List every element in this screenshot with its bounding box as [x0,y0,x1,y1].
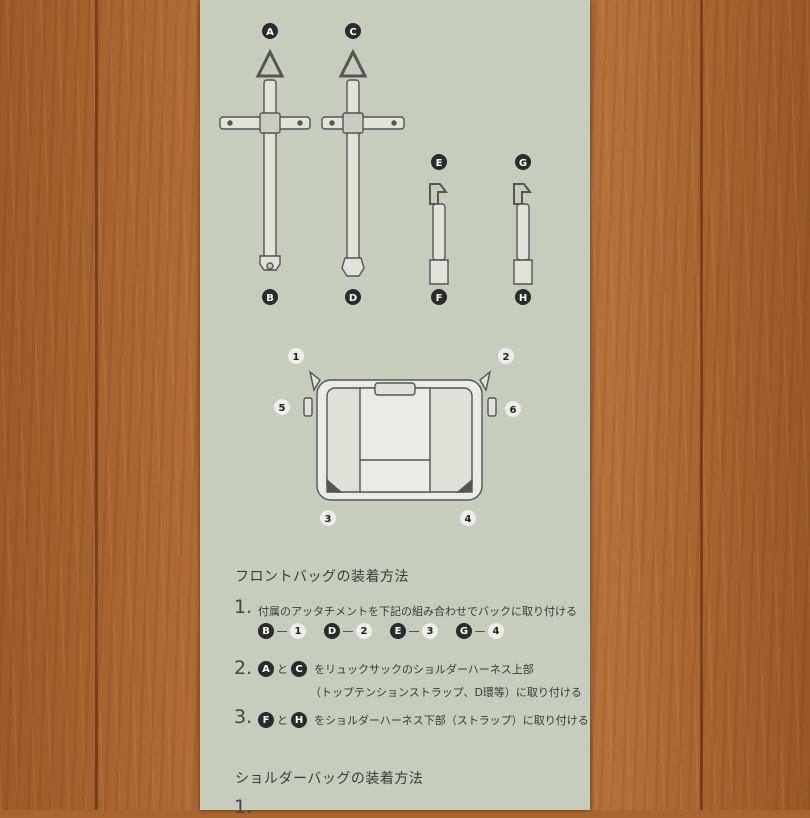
label-b-badge [262,289,278,305]
bag-point-2: 2 [503,352,510,363]
label-a: A [266,27,274,38]
pair-b: B [258,623,274,639]
label-g-badge [515,154,531,170]
diagram-illustrations: A B C D E F G H 1 2 3 4 5 [219,23,533,526]
step2-number: 2. [234,657,253,679]
pair-4: 4 [488,623,504,639]
step2-a: A [258,661,274,677]
pair-3: 3 [422,623,438,639]
step3-h: H [291,712,307,728]
label-c: C [349,27,356,38]
instruction-card: A B C D E F G H 1 2 3 4 5 [200,0,590,818]
wood-seam [700,0,703,810]
label-a-badge [262,23,278,39]
step2-c: C [291,661,307,677]
attachment-strap-gh [513,183,533,285]
bag-point-1: 1 [293,352,300,363]
step3-text: をショルダーハーネス下部（ストラップ）に取り付ける [314,714,589,727]
step3-number: 3. [234,706,253,728]
attachment-strap-cd [321,48,405,277]
step3-to: と [277,714,288,727]
section2-title: ショルダーバッグの装着方法 [235,771,424,787]
step3-line: F と H をショルダーハーネス下部（ストラップ）に取り付ける [258,712,589,728]
pair-1: 1 [290,623,306,639]
section2-step1-number: 1. [234,796,253,818]
pair-d: D [324,623,340,639]
step2-line: A と C をリュックサックのショルダーハーネス上部 [258,661,534,677]
bag-point-5: 5 [279,403,286,414]
label-b: B [266,293,274,304]
label-d: D [349,293,357,304]
label-e: E [436,158,443,169]
section1-title: フロントバッグの装着方法 [235,569,409,585]
pair-2: 2 [356,623,372,639]
label-h: H [519,293,527,304]
label-g: G [519,158,527,169]
pair-e: E [390,623,406,639]
step3-f: F [258,712,274,728]
attachment-strap-ef [429,183,449,285]
label-d-badge [345,289,361,305]
label-f: F [436,293,443,304]
pair-g: G [456,623,472,639]
bag-point-3: 3 [325,514,332,525]
step2-text2: （トップテンションストラップ、D環等）に取り付ける [310,686,582,699]
step1-text: 付属のアッタチメントを下記の組み合わせでバックに取り付ける [258,605,577,618]
label-c-badge [345,23,361,39]
wood-seam [95,0,98,810]
front-bag-illustration [303,370,497,501]
step2-to: と [277,663,288,676]
step1-number: 1. [234,596,253,618]
attachment-strap-ab [219,48,311,271]
label-e-badge [431,154,447,170]
bag-point-4: 4 [465,514,472,525]
step2-text: をリュックサックのショルダーハーネス上部 [314,663,534,676]
step1-pairs: B 1 D 2 E 3 G 4 [258,623,504,639]
label-h-badge [515,289,531,305]
label-f-badge [431,289,447,305]
bag-point-6: 6 [510,405,517,416]
